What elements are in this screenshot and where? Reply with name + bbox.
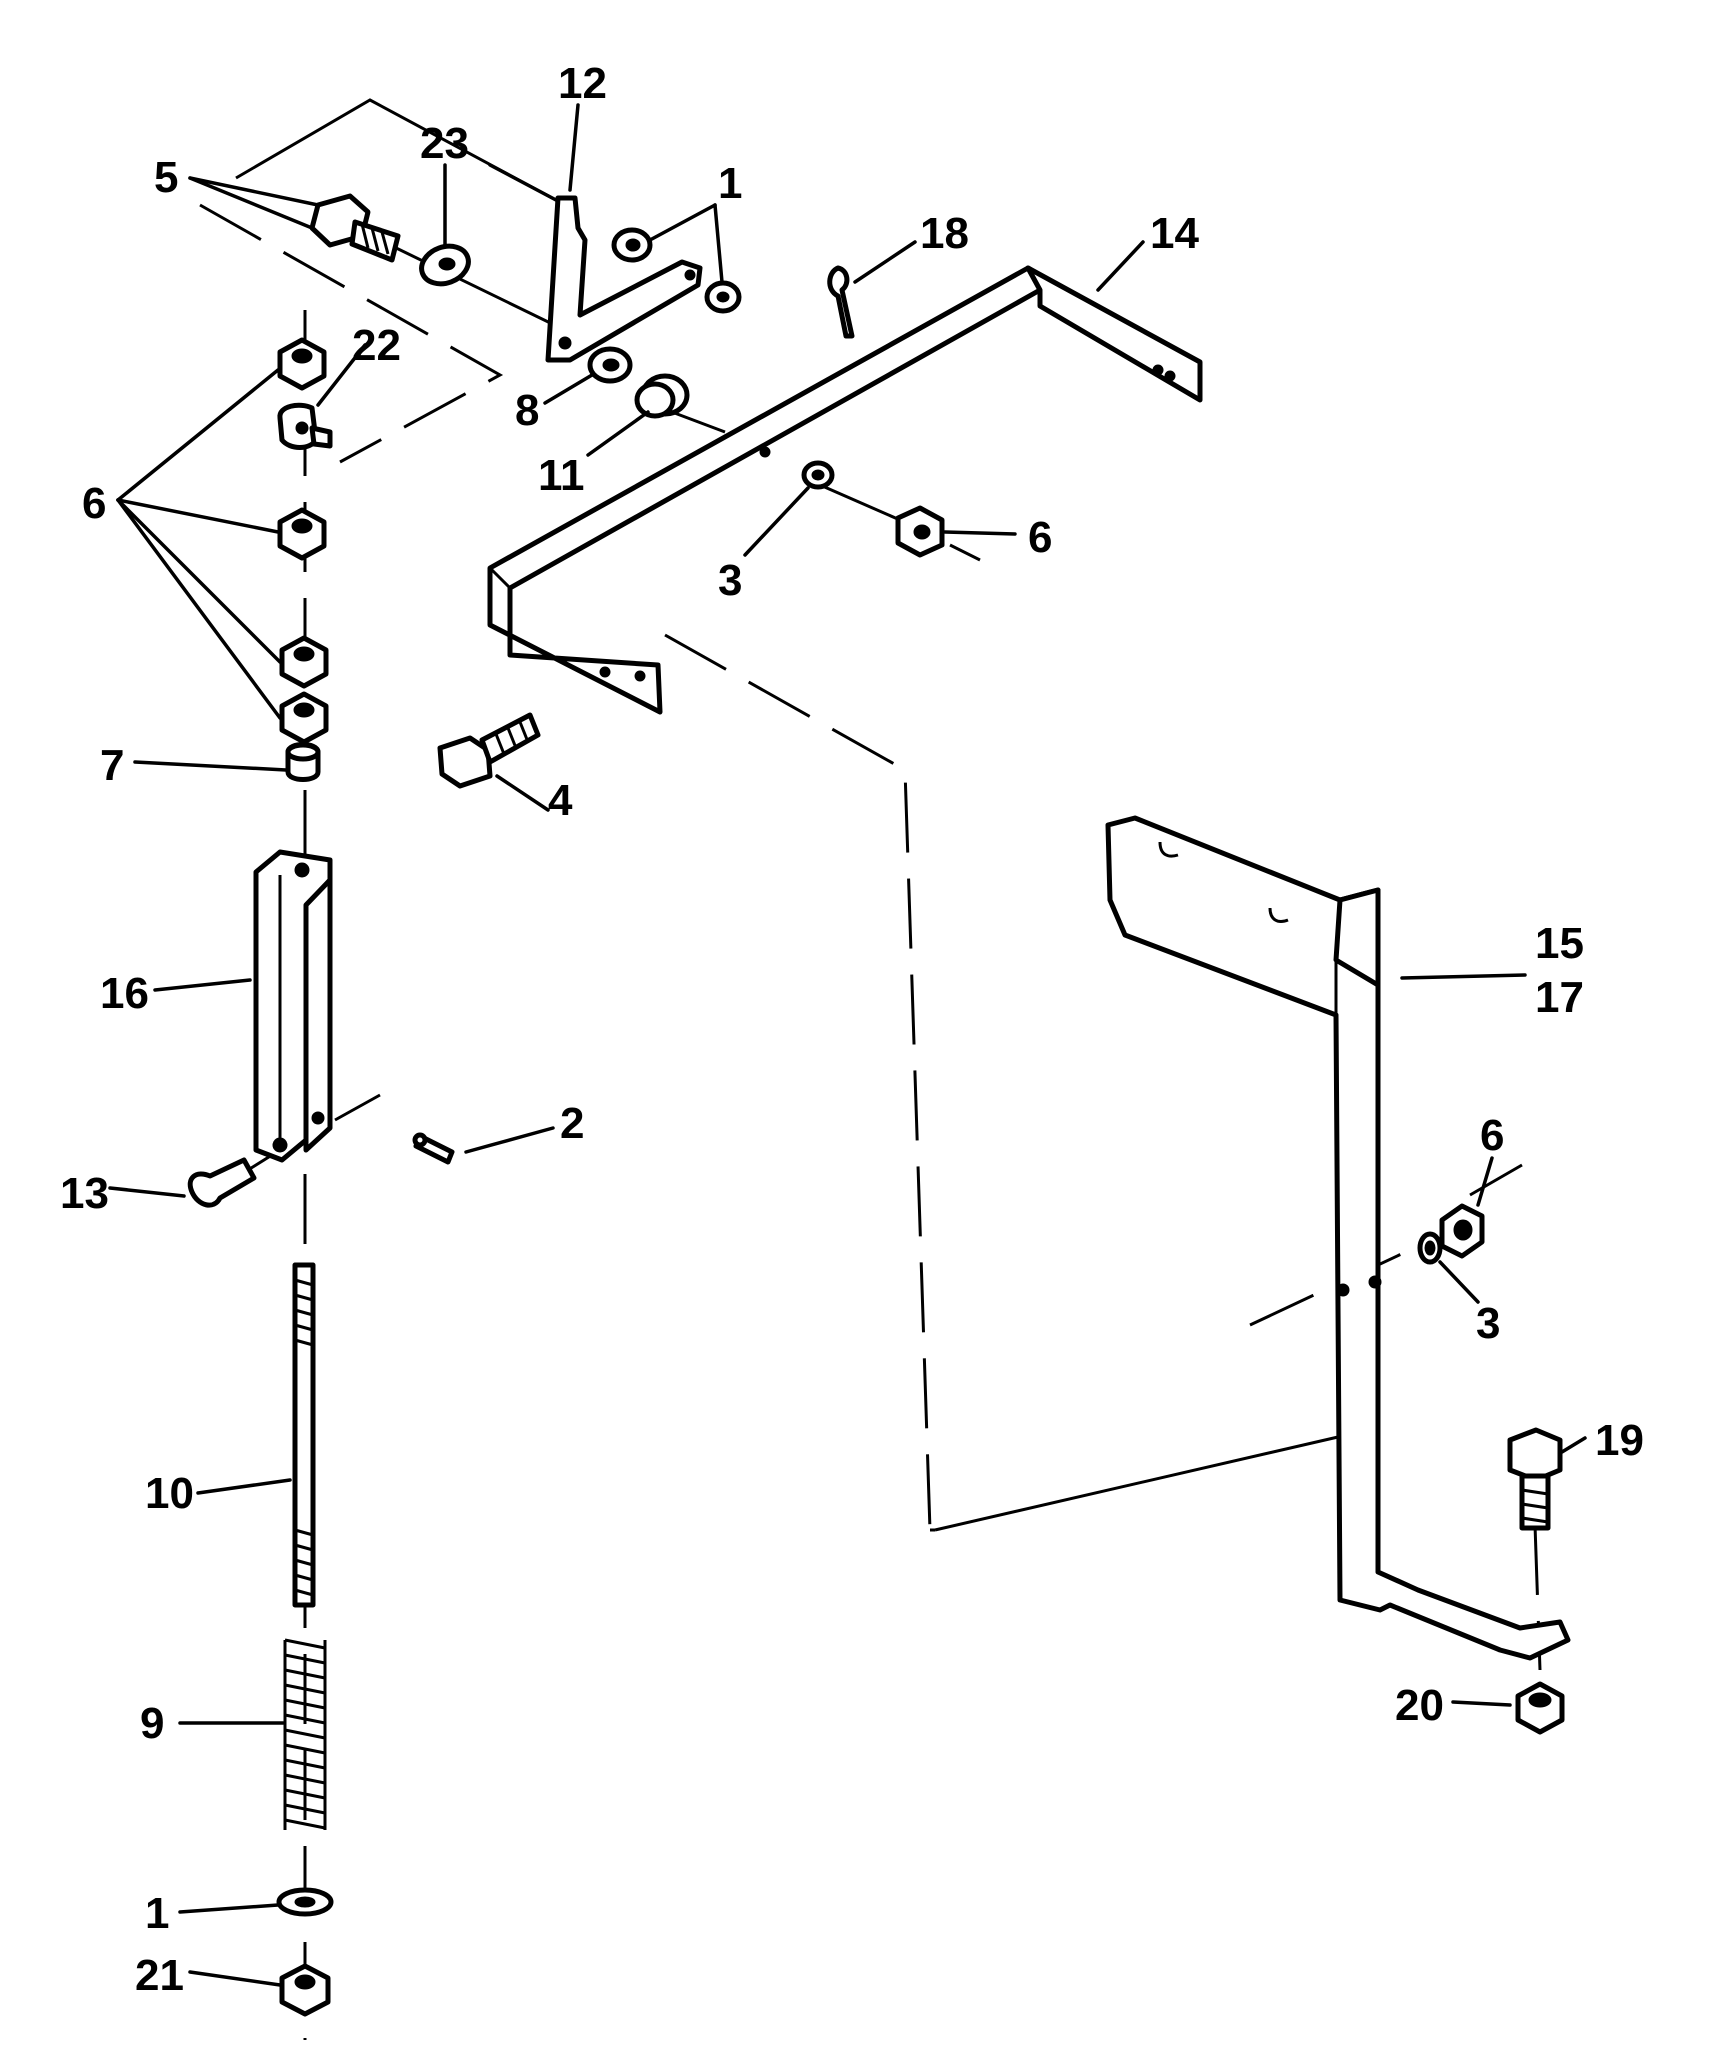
nut-part-6-bottom (1439, 1203, 1485, 1259)
washer-part-3-top (801, 460, 835, 490)
pin-part-13 (187, 1157, 257, 1208)
callout-7: 7 (100, 741, 124, 790)
callout-3-top: 3 (718, 556, 742, 605)
callout-6-right: 6 (1480, 1111, 1504, 1160)
connector-part-22 (277, 402, 333, 450)
leader-lines (108, 103, 1587, 1987)
bracket-part-15-17 (1105, 815, 1571, 1661)
callout-10: 10 (145, 1469, 194, 1518)
nut-part-6-b (277, 507, 327, 561)
washer-part-23 (419, 243, 471, 287)
callout-19: 19 (1595, 1416, 1644, 1465)
nut-part-6-a (277, 337, 327, 391)
callout-8: 8 (515, 386, 539, 435)
callout-labels: 5 23 12 1 18 14 22 8 11 6 6 3 7 4 15 17 … (60, 59, 1644, 2000)
callout-22: 22 (352, 321, 401, 370)
callout-6-mid: 6 (1028, 513, 1052, 562)
callout-12: 12 (558, 59, 607, 108)
callout-14: 14 (1150, 209, 1199, 258)
spring-part-9 (283, 1638, 327, 1830)
nut-part-6-right (895, 505, 945, 558)
callout-23: 23 (420, 119, 469, 168)
nut-part-6-d (279, 691, 329, 745)
washer-part-1-bottom (276, 1887, 334, 1917)
callout-15: 15 (1535, 919, 1584, 968)
bushing-part-11 (634, 373, 690, 419)
callout-6-left: 6 (82, 479, 106, 528)
washer-part-8 (587, 346, 633, 384)
pin-part-18 (827, 265, 855, 339)
callout-21: 21 (135, 1951, 184, 2000)
washer-part-3-right (1417, 1231, 1443, 1265)
stud-part-5 (309, 193, 401, 263)
callout-11: 11 (538, 451, 585, 500)
bracket-part-12 (545, 195, 703, 363)
callout-13: 13 (60, 1169, 109, 1218)
callout-3-right: 3 (1476, 1299, 1500, 1348)
clevis-part-16 (253, 849, 333, 1163)
callout-1-bottom: 1 (145, 1889, 169, 1938)
nut-part-6-c (279, 635, 329, 689)
nut-part-21 (279, 1963, 331, 2017)
callout-5: 5 (154, 153, 178, 202)
callout-2: 2 (560, 1099, 584, 1148)
callout-17: 17 (1535, 973, 1584, 1022)
bolt-part-19 (1507, 1427, 1563, 1531)
callout-1-top: 1 (718, 159, 742, 208)
bracket-part-14 (487, 265, 1203, 715)
callout-9: 9 (140, 1699, 164, 1748)
callout-4: 4 (548, 776, 573, 825)
pin-part-2 (412, 1132, 455, 1165)
bushing-part-7 (285, 742, 321, 782)
nut-part-20 (1515, 1681, 1565, 1735)
callout-20: 20 (1395, 1681, 1444, 1730)
callout-16: 16 (100, 969, 149, 1018)
callout-18: 18 (920, 209, 969, 258)
bolt-part-4 (437, 712, 541, 789)
rod-part-10 (292, 1262, 316, 1608)
